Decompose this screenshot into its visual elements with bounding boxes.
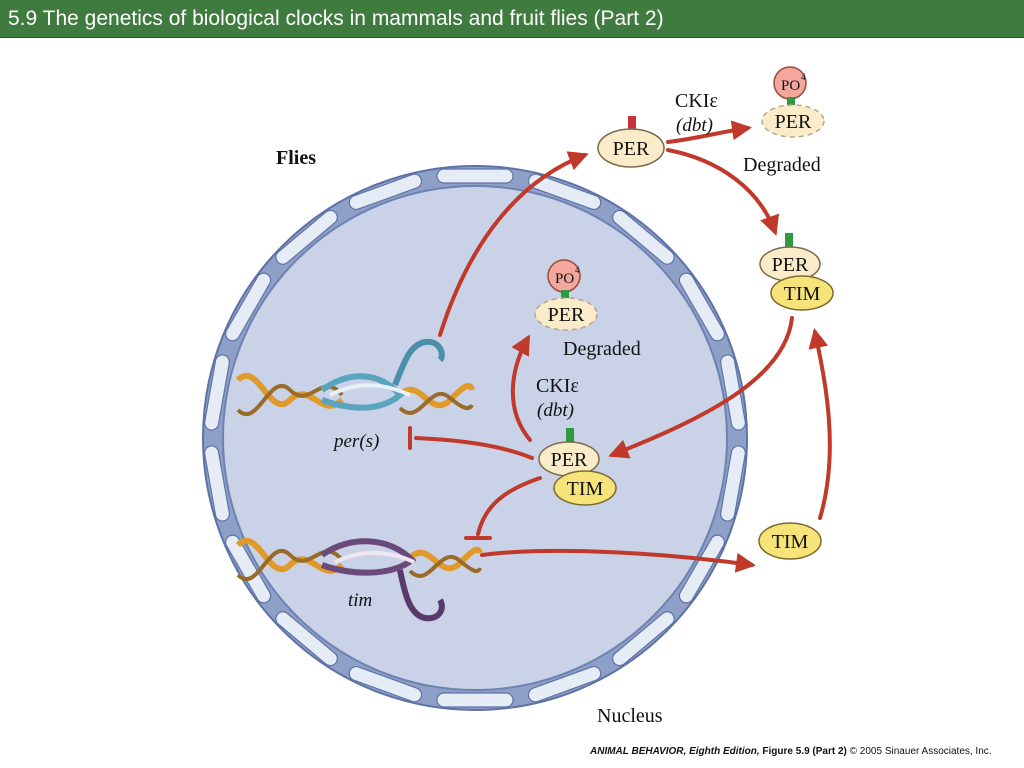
per-tim-complex-nuclear: PER TIM: [538, 428, 617, 506]
tim-gene-dna: [235, 538, 483, 622]
kinase-label: CKIε: [675, 90, 718, 112]
inhibit-tim-gene: [476, 476, 542, 536]
arrow-tim-export: [480, 548, 756, 573]
red-tag: [628, 116, 636, 132]
envelope-segment: [678, 534, 726, 604]
per-protein-label: PER: [613, 138, 650, 160]
po4-subscript: 4: [575, 265, 580, 275]
per-tim-complex-cytoplasm: PER TIM: [759, 233, 834, 311]
po4-label: PO: [781, 78, 800, 94]
per-protein-label: PER: [775, 111, 812, 133]
green-tag: [785, 233, 793, 249]
nucleus: [202, 165, 748, 711]
arrow-per-to-complex: [666, 148, 780, 236]
slide-title: 5.9 The genetics of biological clocks in…: [8, 7, 664, 30]
credit-figure: Figure 5.9 (Part 2): [762, 746, 847, 757]
nucleus-label: Nucleus: [597, 705, 663, 727]
arrow-complex-import: [608, 316, 794, 459]
flies-label: Flies: [276, 147, 316, 169]
kinase-label-nuclear: CKIε: [536, 375, 579, 397]
envelope-segment: [527, 173, 602, 211]
tim-protein-label: TIM: [772, 531, 809, 553]
envelope-segment: [612, 611, 675, 667]
envelope-segment: [348, 173, 423, 211]
po4-subscript: 4: [801, 72, 806, 82]
envelope-segment: [436, 692, 514, 708]
envelope-segment: [348, 665, 423, 703]
per-protein-label: PER: [772, 254, 809, 276]
kinase-gene-label: (dbt): [676, 115, 713, 136]
arrow-per-phosphorylation: [666, 120, 752, 144]
cytoplasmic-per: PER: [597, 116, 665, 168]
envelope-segment: [678, 272, 726, 342]
arrow-tim-to-complex: [808, 328, 832, 520]
degraded-label-nuclear: Degraded: [563, 338, 641, 360]
degraded-label-top: Degraded: [743, 154, 821, 176]
green-tag: [561, 290, 569, 304]
inhibit-per-gene: [414, 436, 534, 460]
envelope-segment: [720, 445, 746, 522]
tim-protein-label: TIM: [784, 283, 821, 305]
arrow-per-export: [438, 151, 589, 337]
tim-gene-label: tim: [348, 590, 372, 611]
envelope-segment: [612, 209, 675, 265]
po4-label: PO: [555, 271, 574, 287]
tim-protein-label: TIM: [567, 478, 604, 500]
degraded-per-top: PO 4 PER: [761, 66, 825, 138]
clock-diagram: Flies Nucleus per(s) tim PER CKIε (dbt) …: [202, 66, 834, 727]
per-gene-label: per(s): [332, 431, 379, 452]
per-protein-label: PER: [551, 449, 588, 471]
envelope-segment: [275, 611, 338, 667]
envelope-segment: [204, 445, 230, 522]
envelope-segment: [436, 168, 514, 184]
per-gene-dna: [235, 338, 475, 416]
envelope-segment: [527, 665, 602, 703]
nuclear-pores: [204, 168, 746, 708]
envelope-segment: [204, 354, 230, 431]
green-tag: [787, 97, 795, 111]
title-bar: 5.9 The genetics of biological clocks in…: [0, 0, 1024, 38]
credit-book: ANIMAL BEHAVIOR, Eighth Edition,: [590, 746, 760, 757]
envelope-segment: [225, 272, 272, 342]
envelope-segment: [275, 209, 338, 265]
credit-copyright: © 2005 Sinauer Associates, Inc.: [849, 746, 992, 757]
kinase-gene-label-nuclear: (dbt): [537, 400, 574, 421]
green-tag: [566, 428, 574, 444]
inhibition-bars: [408, 426, 492, 540]
degraded-per-nuclear: PO 4 PER: [534, 259, 598, 331]
per-protein-label: PER: [548, 304, 585, 326]
pathway-arrows: [414, 120, 832, 573]
cytoplasmic-tim: TIM: [758, 522, 822, 560]
figure-credit: ANIMAL BEHAVIOR, Eighth Edition, Figure …: [590, 746, 992, 757]
arrow-nuclear-per-degradation: [510, 334, 532, 442]
envelope-segment: [225, 534, 272, 604]
